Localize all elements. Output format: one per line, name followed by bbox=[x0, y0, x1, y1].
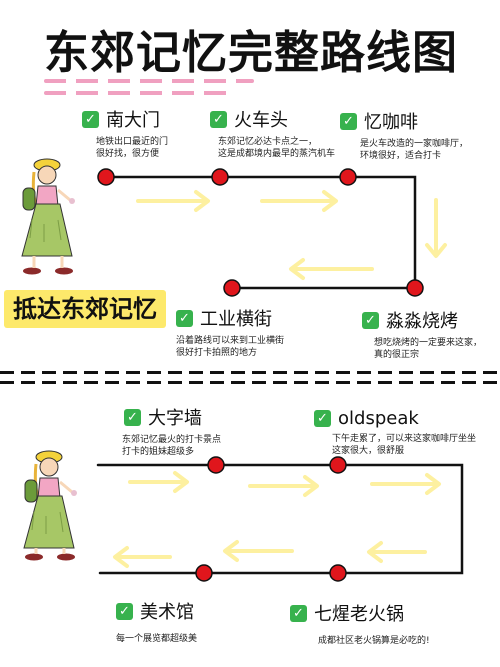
stop-dot bbox=[329, 456, 347, 474]
arrow-icon bbox=[248, 475, 319, 497]
stop-name: 工业横街 bbox=[200, 309, 272, 330]
arrow-icon bbox=[425, 198, 447, 258]
stop-desc: 这是成都境内最早的蒸汽机车 bbox=[218, 149, 336, 159]
arrow-icon bbox=[370, 473, 441, 495]
stop-desc: 很好打卡拍照的地方 bbox=[176, 348, 258, 358]
stop-name: 七煋老火锅 bbox=[314, 604, 404, 625]
stop-dot bbox=[97, 168, 115, 186]
section-divider bbox=[0, 381, 500, 384]
arrow-icon bbox=[289, 258, 374, 280]
stop-desc: 这家很大，很舒服 bbox=[332, 446, 405, 456]
stop-dot bbox=[329, 564, 347, 582]
stop-art-museum: ✓ 美术馆 每一个展览都超级美 bbox=[116, 598, 197, 645]
stop-miaomiao-bbq: ✓ 淼淼烧烤 想吃烧烤的一定要来这家， 真的很正宗 bbox=[362, 307, 482, 361]
stop-dot bbox=[195, 564, 213, 582]
title-underline-dashes bbox=[44, 91, 229, 95]
route-line-1 bbox=[102, 175, 417, 290]
stop-desc: 沿着路线可以来到工业横街 bbox=[176, 336, 285, 346]
check-mark-icon: ✓ bbox=[314, 410, 331, 427]
arrow-icon bbox=[128, 471, 189, 493]
arrow-icon bbox=[367, 541, 427, 563]
check-mark-icon: ✓ bbox=[124, 408, 141, 426]
stop-desc: 成都社区老火锅算是必吃的! bbox=[318, 636, 430, 646]
girl-with-backpack-illustration bbox=[23, 450, 77, 561]
check-mark-icon: ✓ bbox=[290, 604, 307, 622]
arrival-banner: 抵达东郊记忆 bbox=[4, 290, 166, 328]
arrow-icon bbox=[223, 540, 294, 562]
stop-name: 淼淼烧烤 bbox=[386, 311, 458, 332]
stop-qixing-hotpot: ✓ 七煋老火锅 成都社区老火锅算是必吃的! bbox=[290, 600, 430, 647]
check-mark-icon: ✓ bbox=[362, 311, 379, 329]
stop-big-character-wall: ✓ 大字墙 东郊记忆最火的打卡景点打卡的姐妹超级多 bbox=[122, 404, 222, 458]
stop-desc: 东郊记忆必达卡点之一， bbox=[218, 137, 318, 147]
check-mark-icon: ✓ bbox=[210, 110, 227, 128]
check-mark-icon: ✓ bbox=[82, 110, 99, 128]
stop-locomotive: ✓ 火车头 东郊记忆必达卡点之一， 这是成都境内最早的蒸汽机车 bbox=[210, 106, 335, 160]
stop-oldspeak: ✓ oldspeak 下午走累了，可以来这家咖啡厅坐坐这家很大，很舒服 bbox=[314, 408, 476, 457]
stop-desc: 很好找，很方便 bbox=[96, 149, 160, 159]
stop-dot bbox=[223, 279, 241, 297]
stop-dot bbox=[406, 279, 424, 297]
section-divider bbox=[0, 371, 500, 374]
stop-desc: 是火车改造的一家咖啡厅， bbox=[360, 139, 469, 149]
stop-dot bbox=[339, 168, 357, 186]
stop-desc: 真的很正宗 bbox=[374, 350, 420, 360]
stop-dot bbox=[211, 168, 229, 186]
arrow-icon bbox=[113, 546, 172, 568]
girl-with-backpack-illustration bbox=[21, 158, 75, 275]
stop-desc: 地铁出口最近的门 bbox=[96, 137, 169, 147]
stop-name: 忆咖啡 bbox=[364, 112, 418, 133]
stop-name: 美术馆 bbox=[140, 602, 194, 623]
stop-desc: 下午走累了，可以来这家咖啡厅坐坐 bbox=[332, 434, 477, 444]
check-mark-icon: ✓ bbox=[176, 309, 193, 327]
stop-desc: 东郊记忆最火的打卡景点 bbox=[122, 435, 222, 445]
stop-yi-cafe: ✓ 忆咖啡 是火车改造的一家咖啡厅， 环境很好，适合打卡 bbox=[340, 108, 468, 162]
stop-desc: 想吃烧烤的一定要来这家， bbox=[374, 338, 483, 348]
stop-name: 南大门 bbox=[106, 110, 160, 131]
check-mark-icon: ✓ bbox=[340, 112, 357, 130]
check-mark-icon: ✓ bbox=[116, 602, 133, 620]
stop-dot bbox=[207, 456, 225, 474]
arrow-icon bbox=[260, 190, 338, 212]
stop-name: oldspeak bbox=[338, 408, 419, 429]
stop-desc: 每一个展览都超级美 bbox=[116, 634, 198, 644]
stop-desc: 环境很好，适合打卡 bbox=[360, 151, 442, 161]
stop-desc: 打卡的姐妹超级多 bbox=[122, 447, 195, 457]
arrow-icon bbox=[136, 190, 210, 212]
page-title: 东郊记忆完整路线图 bbox=[44, 26, 459, 79]
stop-industrial-street: ✓ 工业横街 沿着路线可以来到工业横街很好打卡拍照的地方 bbox=[176, 305, 284, 359]
route-line-2 bbox=[96, 463, 464, 575]
stop-south-gate: ✓ 南大门 地铁出口最近的门很好找，很方便 bbox=[82, 106, 168, 160]
stop-name: 火车头 bbox=[234, 110, 288, 131]
title-underline-dashes bbox=[44, 79, 254, 83]
stop-name: 大字墙 bbox=[148, 408, 202, 429]
